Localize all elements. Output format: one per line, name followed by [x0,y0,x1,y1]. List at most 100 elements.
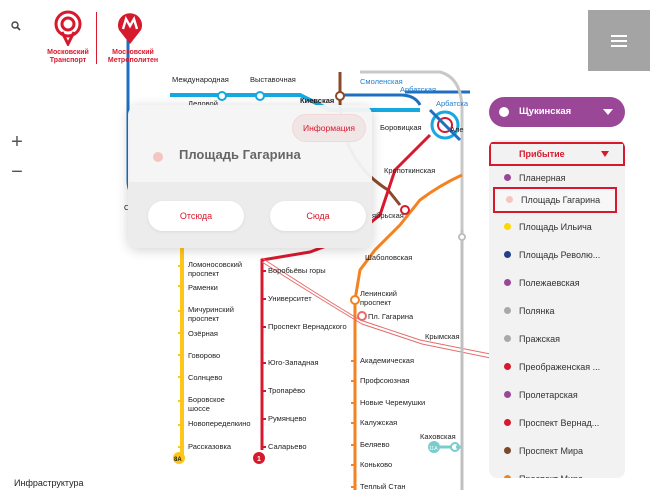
list-item[interactable]: Полянка [489,298,625,324]
station-label: проспект [360,298,392,307]
list-item[interactable]: Преображенская ... [489,354,625,380]
mosgortrans-logo [54,10,82,46]
line-color-dot [504,251,511,258]
station-ticks [178,265,182,448]
search-button[interactable] [8,18,26,36]
list-item-label: Преображенская ... [519,362,601,372]
line-color-dot [504,223,511,230]
station-label: Каховская [420,432,456,441]
list-item[interactable]: Площадь Револю... [489,242,625,268]
departure-station-selector[interactable]: Щукинская [489,97,625,127]
list-item[interactable]: Пражская [489,326,625,352]
station-label: Новые Черемушки [360,398,425,407]
list-item-label: Проспект Мира [519,446,584,456]
line-badge-11a [428,441,440,453]
station-label: Раменки [188,283,218,292]
station-label: Калужская [360,418,397,427]
light-blue-line [169,93,420,112]
line-color-dot [504,307,511,314]
arrival-dropdown-label: Прибытие [519,149,565,159]
chevron-down-icon [601,151,609,157]
line-dot [499,107,509,117]
list-item[interactable]: Полежаевская [489,270,625,296]
station-label: проспект [188,269,220,278]
blue-line-arbat [340,93,422,106]
zoom-out-button[interactable]: − [11,161,23,183]
ring-line [360,70,464,470]
station-label: Рассказовка [188,442,232,451]
station-label: Проспект Вернадского [268,322,347,331]
station-label: Академическая [360,356,414,365]
badge-1-label: 1 [257,456,261,463]
station-label: проспект [188,314,220,323]
station-label: Але [450,125,464,134]
station-label: Кропоткинская [384,166,435,175]
list-item[interactable]: Пролетарская [489,382,625,408]
station-label: Беляево [360,440,390,449]
central-hub [430,110,460,140]
station-label: Новопеределкино [188,419,251,428]
line-color-dot [504,363,511,370]
list-item-label: Проспект Мира [519,466,583,478]
station-label: Воробьёвы горы [268,266,326,275]
station-info-card: Информация Площадь Гагарина Отсюда Сюда [128,105,372,248]
list-item[interactable]: Площадь Ильича [489,214,625,240]
to-button[interactable]: Сюда [270,201,366,231]
station-label: Румянцево [268,414,306,423]
station-label: Тропарёво [268,386,305,395]
line-color-dot [504,174,511,181]
list-item-label: Проспект Вернад... [519,418,600,428]
list-item-label: Площадь Гагарина [521,195,601,205]
list-item-label: Пролетарская [519,390,578,400]
station-label: Выставочная [250,75,296,84]
station-label: шоссе [188,404,210,413]
station-label: Боровское [188,395,225,404]
station-label: Профсоюзная [360,376,409,385]
list-item-label: Площадь Ильича [519,222,592,232]
station-label: Арбатска [436,99,469,108]
logo-block[interactable]: Московский Транспорт Московский Метропол… [46,10,166,70]
list-item-selected[interactable]: Площадь Гагарина [493,187,617,213]
metro-logo [118,13,142,44]
station-label: Смоленская [360,77,403,86]
station-label: Говорово [188,351,220,360]
logo-divider [96,12,97,64]
list-item[interactable]: Проспект Мира [489,466,625,478]
station-label: Ломоносовский [188,260,242,269]
line-color-dot [504,447,511,454]
info-button[interactable]: Информация [292,114,366,142]
list-item-label: Пражская [519,334,561,344]
list-item[interactable]: Проспект Вернад... [489,410,625,436]
badge-11a-label: 11А [429,446,438,452]
station-label: Мичуринский [188,305,234,314]
station-label: Озёрная [188,329,218,338]
from-button[interactable]: Отсюда [148,201,244,231]
logo-metro-text: Московский Метрополитен [107,49,159,64]
arrival-dropdown[interactable]: Прибытие [489,142,625,166]
line-badge-1 [253,452,265,464]
infrastructure-link[interactable]: Инфраструктура [14,478,84,488]
orange-line [353,173,463,490]
station-label: Коньково [360,460,392,469]
logo-transport-text: Московский Транспорт [47,49,89,64]
chevron-down-icon [603,109,613,115]
list-item[interactable]: Проспект Мира [489,438,625,464]
list-item[interactable]: Планерная [489,165,625,191]
menu-button[interactable] [588,10,650,71]
station-label: Международная [172,75,229,84]
station-label: Боровицкая [380,123,422,132]
station-label: Арбатская [400,85,436,94]
station-label: Крымская [425,332,460,341]
line-color-dot [504,335,511,342]
line-color-dot [504,279,511,286]
line-color-dot [504,475,511,478]
zoom-in-button[interactable]: + [11,131,23,153]
station-label: Солнцево [188,373,222,382]
station-label: Пл. Гагарина [368,312,414,321]
departure-station-label: Щукинская [519,106,572,117]
line-color-dot [504,419,511,426]
list-item-label: Полежаевская [519,278,580,288]
station-label: Деловой [188,99,218,108]
line-color-dot [506,196,513,203]
